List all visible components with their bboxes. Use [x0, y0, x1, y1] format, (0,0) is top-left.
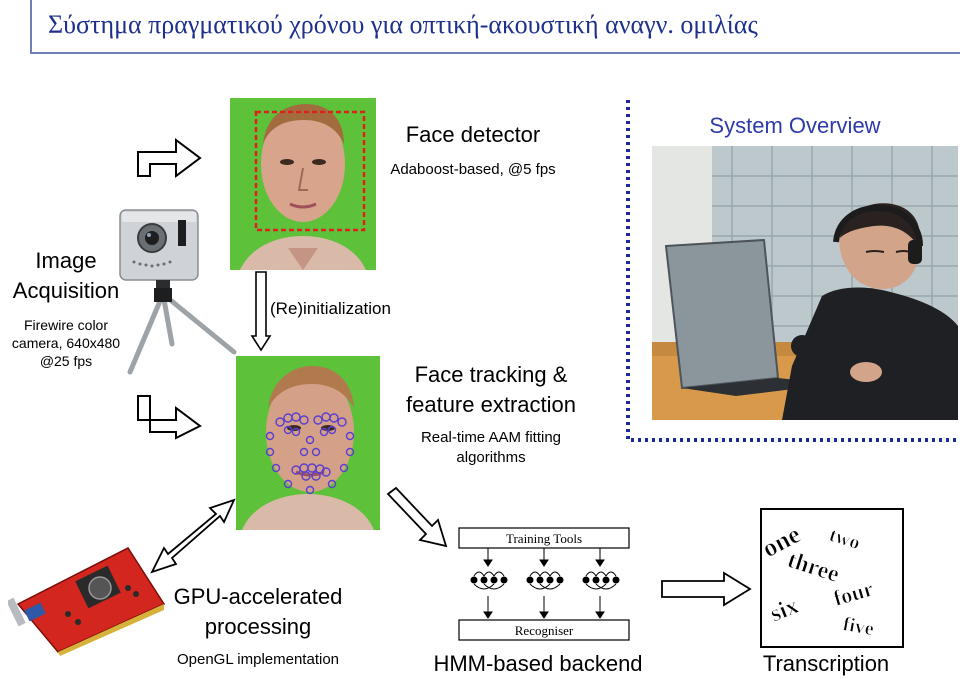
title-underline: [30, 52, 960, 54]
image-acquisition-title-line2: Acquisition: [12, 278, 120, 303]
system-overview-frame: [626, 100, 958, 442]
word-two: two: [826, 524, 862, 555]
face-tracking-title-line1: Face tracking &: [414, 362, 568, 387]
image-acquisition-title-line1: Image: [35, 248, 97, 273]
transcription-label: Transcription: [762, 651, 890, 676]
operator-illustration: [652, 146, 958, 420]
aam-face-illustration: [236, 356, 380, 530]
face-tracking-title-line2: feature extraction: [406, 392, 576, 417]
face-tracking-sub-line2: algorithms: [456, 449, 526, 466]
word-six: six: [767, 593, 803, 628]
system-overview-label: System Overview: [709, 113, 881, 138]
gpu-card-illustration: [8, 547, 166, 656]
word-five: five: [841, 613, 876, 640]
arrow-hmm-transcription: [661, 571, 752, 607]
face-detector-title: Face detector: [405, 122, 541, 147]
arrow-tracking-gpu: [150, 498, 236, 574]
transcription-box: one two three six four five: [757, 508, 904, 648]
face-tracking-photo: [236, 356, 380, 530]
camera-illustration: [119, 209, 237, 375]
image-acquisition-sub-line2: camera, 640x480: [11, 335, 121, 351]
reinit-label: (Re)initialization: [270, 299, 391, 318]
hmm-label: HMM-based backend: [433, 651, 643, 676]
face-tracking-sub-line1: Real-time AAM fitting: [420, 429, 562, 446]
face-detector-photo: [230, 98, 376, 270]
arrow-to-face-tracking: [137, 395, 202, 440]
image-acquisition-sub-line1: Firewire color: [23, 317, 108, 333]
transcription-words: one two three six four five: [757, 519, 877, 641]
system-overview-photo: [652, 146, 958, 420]
arrow-to-face-detector: [137, 138, 202, 178]
gpu-title-line1: GPU-accelerated: [173, 584, 343, 609]
title-left-rule: [30, 0, 32, 54]
arrow-down-reinit: [250, 271, 272, 352]
face-detector-subtitle: Adaboost-based, @5 fps: [390, 161, 556, 178]
arrow-tracking-hmm: [386, 486, 448, 548]
hmm-training-text: Training Tools: [506, 531, 582, 546]
gpu-subtitle: OpenGL implementation: [176, 651, 340, 668]
gpu-title-line2: processing: [204, 614, 312, 639]
face-illustration: [230, 98, 376, 270]
hmm-diagram: Training Tools Recogniser: [458, 526, 630, 646]
hmm-recogniser-text: Recogniser: [515, 623, 574, 638]
word-four: four: [830, 576, 876, 611]
image-acquisition-sub-line3: @25 fps: [39, 353, 93, 369]
word-three: three: [784, 547, 843, 588]
hmm-diagram-drawing: Training Tools Recogniser: [458, 527, 630, 641]
page-title: Σύστημα πραγματικού χρόνου για οπτική-ακ…: [48, 10, 758, 39]
